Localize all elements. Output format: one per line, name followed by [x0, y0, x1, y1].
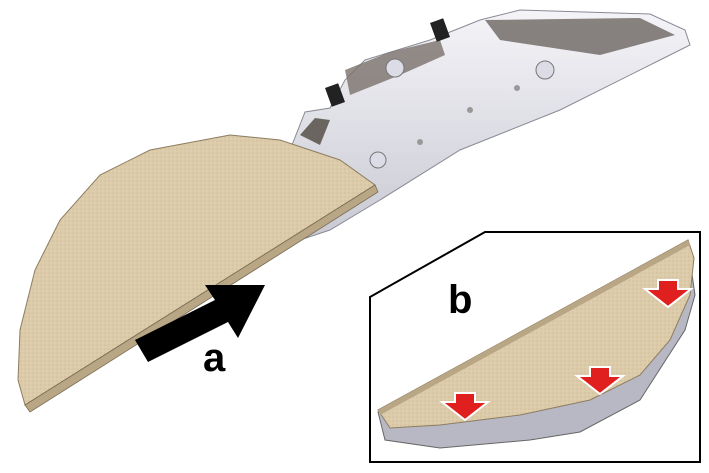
mop-pad: [17, 134, 379, 413]
press-arrow: [574, 366, 626, 396]
label-a: a: [203, 336, 226, 380]
press-arrow: [439, 392, 491, 422]
label-b: b: [448, 278, 473, 322]
mop-mounting-plate: [289, 9, 691, 241]
press-arrow: [642, 279, 694, 309]
insert-direction-arrow: [135, 285, 265, 362]
